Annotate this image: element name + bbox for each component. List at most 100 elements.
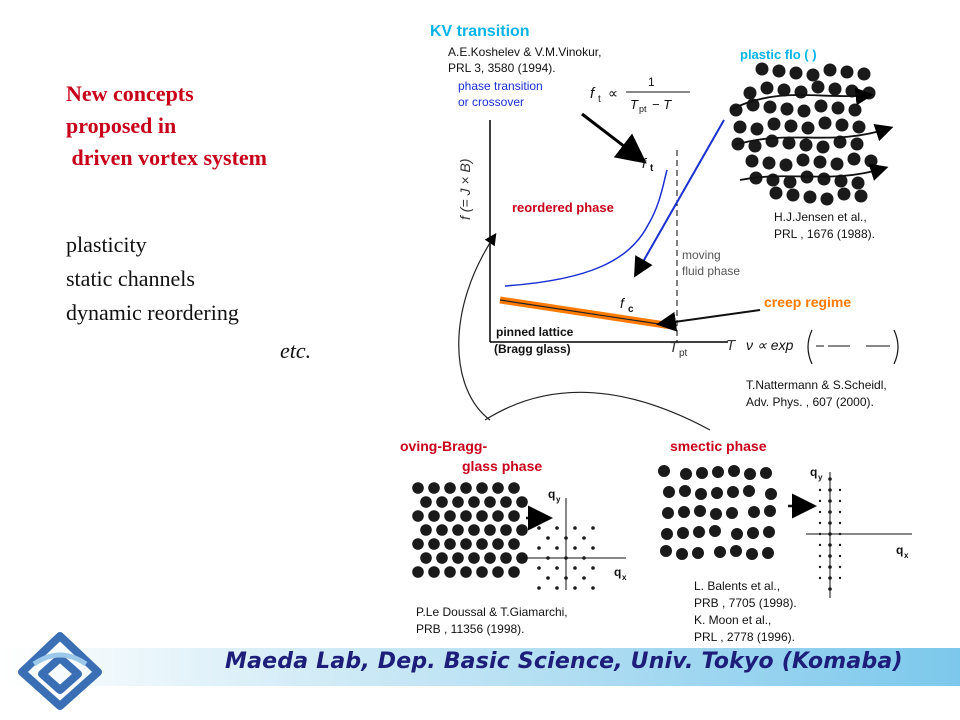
vortex-dot [694, 505, 706, 517]
vortex-dot [760, 81, 774, 95]
vortex-dot [679, 485, 691, 497]
ft-curve [504, 169, 668, 287]
vortex-dot [500, 524, 512, 536]
kv-arrow [581, 112, 647, 164]
vortex-dot [835, 118, 849, 132]
vortex-dot [782, 136, 796, 150]
smectic-qx-sub: x [904, 551, 909, 560]
creep-formula-text: ν ∝ exp [746, 337, 794, 353]
vortex-dot [420, 496, 432, 508]
creep-arrow [656, 309, 761, 332]
bragg-peak [573, 566, 577, 570]
vortex-dot [420, 552, 432, 564]
vortex-dot [714, 546, 726, 558]
vortex-dot [847, 152, 861, 166]
vortex-dot [783, 175, 797, 189]
kv-note-line-2: or crossover [458, 95, 524, 109]
vortex-dot [797, 104, 811, 118]
graph-x-axis-label: T [726, 337, 737, 354]
bragg-qx-sub: x [622, 573, 627, 582]
kv-formula-den: T [630, 97, 639, 112]
vortex-dot [767, 117, 781, 131]
vortex-dot [864, 154, 878, 168]
vortex-dot [692, 547, 704, 559]
vortex-dot [747, 527, 759, 539]
vortex-dot [468, 496, 480, 508]
vortex-dot [762, 547, 774, 559]
bragg-lattice-dots [412, 482, 528, 578]
smectic-ref-line-4: PRL , 2778 (1996). [694, 630, 795, 644]
vortex-dot [452, 524, 464, 536]
smectic-peak [828, 587, 832, 591]
vortex-dot [468, 552, 480, 564]
smectic-peak [818, 521, 822, 525]
smectic-peak [838, 543, 842, 547]
vortex-dot [428, 566, 440, 578]
concept-item-dynamic-reordering: dynamic reordering [66, 300, 239, 325]
bragg-peak [555, 566, 559, 570]
university-logo [18, 632, 102, 710]
vortex-dot [818, 116, 832, 130]
vortex-dot [813, 155, 827, 169]
vortex-dot [476, 482, 488, 494]
vortex-dot [762, 156, 776, 170]
concepts-title: New concepts proposed in driven vortex s… [66, 78, 386, 174]
vortex-dot [428, 482, 440, 494]
vortex-dot [862, 86, 876, 100]
vortex-dot [750, 122, 764, 136]
vortex-dot [661, 528, 673, 540]
ft-label-sub: t [650, 163, 654, 174]
vortex-dot [678, 506, 690, 518]
smectic-qy-sub: y [818, 473, 823, 482]
vortex-dot [460, 538, 472, 550]
vortex-dot [677, 527, 689, 539]
vortex-dot [830, 157, 844, 171]
bragg-peak [555, 546, 559, 550]
vortex-dot [712, 466, 724, 478]
smectic-peak [838, 510, 842, 514]
smectic-peak [828, 477, 832, 481]
vortex-dot [806, 68, 820, 82]
vortex-dot [848, 103, 862, 117]
vortex-dot [709, 525, 721, 537]
kv-ref-line-2: PRL 3, 3580 (1994). [448, 61, 556, 75]
vortex-dot [784, 119, 798, 133]
concept-etc: etc. [280, 338, 312, 363]
vortex-dot [834, 174, 848, 188]
bragg-peaks [537, 526, 595, 590]
smectic-peak [828, 576, 832, 580]
moving-fluid-label-1: moving [682, 248, 721, 262]
moving-fluid-label-2: fluid phase [682, 264, 740, 278]
smectic-peak [818, 532, 822, 536]
bragg-peak [537, 566, 541, 570]
kv-formula-den-tail: − T [652, 97, 672, 112]
bragg-qx-label: q [614, 565, 621, 579]
vortex-dot [662, 507, 674, 519]
vortex-dot [837, 187, 851, 201]
smectic-peak [838, 576, 842, 580]
vortex-dot [711, 487, 723, 499]
vortex-dot [755, 62, 769, 76]
vortex-dot [733, 120, 747, 134]
vortex-dot [460, 566, 472, 578]
vortex-dot [748, 506, 760, 518]
footer-bar [0, 648, 960, 686]
vortex-dot [676, 548, 688, 560]
bragg-ref-line-1: P.Le Doussal & T.Giamarchi, [416, 605, 568, 619]
vortex-dot [743, 86, 757, 100]
vortex-dot [460, 510, 472, 522]
bragg-peak [582, 576, 586, 580]
vortex-dot [484, 524, 496, 536]
vortex-dot [468, 524, 480, 536]
concepts-title-line-3: driven vortex system [66, 145, 268, 170]
smectic-peak [828, 565, 832, 569]
bragg-reciprocal-plot: q y q x [520, 487, 627, 590]
vortex-dot [727, 486, 739, 498]
smectic-peak [818, 488, 822, 492]
bragg-peak [591, 566, 595, 570]
vortex-dot [444, 538, 456, 550]
vortex-dot [780, 102, 794, 116]
bragg-peak [564, 576, 568, 580]
smectic-peak [818, 576, 822, 580]
vortex-dot [789, 66, 803, 80]
